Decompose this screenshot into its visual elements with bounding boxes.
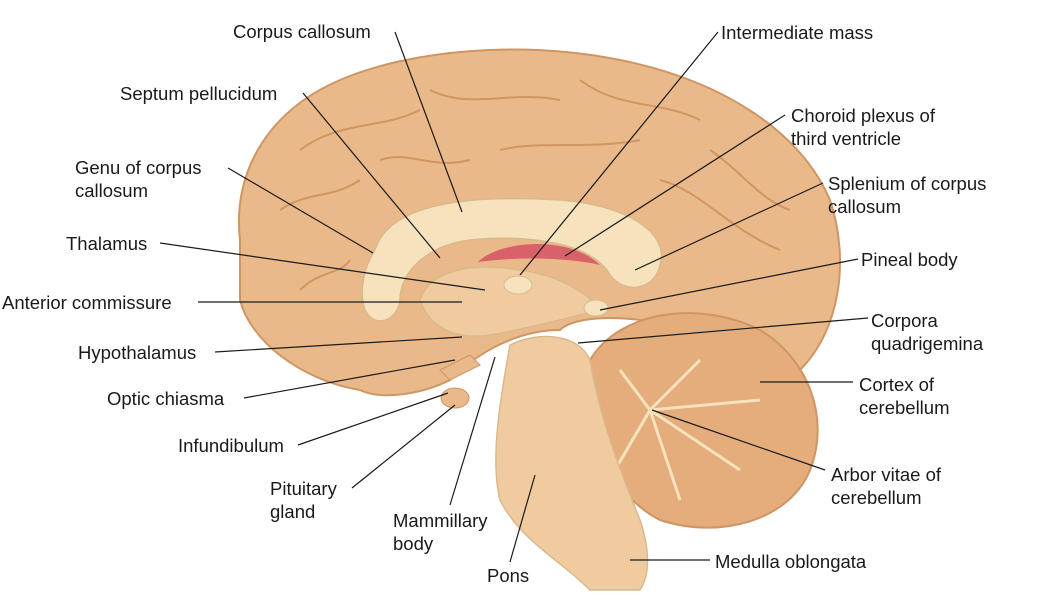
label-arbor-vitae: Arbor vitae of cerebellum <box>831 463 941 509</box>
label-line: Corpus callosum <box>233 21 371 42</box>
label-line: third ventricle <box>791 128 902 149</box>
label-line: gland <box>270 501 316 522</box>
label-medulla-oblongata: Medulla oblongata <box>715 550 866 573</box>
label-line: body <box>393 533 434 554</box>
label-pineal-body: Pineal body <box>861 248 958 271</box>
corpus-callosum-shape <box>361 197 663 322</box>
label-corpus-callosum: Corpus callosum <box>233 20 371 43</box>
label-line: Thalamus <box>66 233 148 254</box>
label-line: Intermediate mass <box>721 22 874 43</box>
label-pituitary-gland: Pituitary gland <box>270 477 337 523</box>
label-anterior-commissure: Anterior commissure <box>2 291 172 314</box>
label-line: Corpora <box>871 310 938 331</box>
label-line: Optic chiasma <box>107 388 225 409</box>
label-line: Pons <box>487 565 530 586</box>
leader-lines <box>159 31 869 563</box>
pineal-shape <box>583 299 609 317</box>
label-infundibulum: Infundibulum <box>178 434 284 457</box>
label-line: Cortex of <box>859 374 935 395</box>
label-intermediate-mass: Intermediate mass <box>721 21 873 44</box>
label-line: Anterior commissure <box>2 292 172 313</box>
label-line: quadrigemina <box>871 333 984 354</box>
label-line: Choroid plexus of <box>791 105 935 126</box>
label-thalamus: Thalamus <box>66 232 147 255</box>
label-septum-pellucidum: Septum pellucidum <box>120 82 277 105</box>
label-choroid-plexus: Choroid plexus of third ventricle <box>791 104 935 150</box>
label-line: cerebellum <box>831 487 922 508</box>
label-line: callosum <box>828 196 901 217</box>
label-pons: Pons <box>487 564 529 587</box>
label-line: callosum <box>75 180 148 201</box>
label-corpora-quadrigemina: Corpora quadrigemina <box>871 309 983 355</box>
label-genu-of-corpus-callosum: Genu of corpus callosum <box>75 156 202 202</box>
label-hypothalamus: Hypothalamus <box>78 341 196 364</box>
label-line: Pineal body <box>861 249 958 270</box>
brainstem-shape <box>495 335 649 591</box>
label-line: cerebellum <box>859 397 950 418</box>
intermediate-mass-shape <box>503 275 533 295</box>
label-line: Arbor vitae of <box>831 464 942 485</box>
label-mammillary-body: Mammillary body <box>393 509 488 555</box>
label-splenium: Splenium of corpus callosum <box>828 172 986 218</box>
optic-chiasma-shape <box>439 354 481 381</box>
label-line: Pituitary <box>270 478 337 499</box>
gyri-lines <box>279 79 791 291</box>
label-line: Mammillary <box>393 510 488 531</box>
label-line: Genu of corpus <box>75 157 202 178</box>
choroid-plexus-shape <box>478 243 600 265</box>
label-line: Septum pellucidum <box>120 83 278 104</box>
label-cortex-of-cerebellum: Cortex of cerebellum <box>859 373 950 419</box>
arbor-vitae-branches <box>613 358 761 501</box>
label-optic-chiasma: Optic chiasma <box>107 387 224 410</box>
label-line: Hypothalamus <box>78 342 197 363</box>
label-line: Medulla oblongata <box>715 551 867 572</box>
label-line: Splenium of corpus <box>828 173 987 194</box>
label-line: Infundibulum <box>178 435 284 456</box>
